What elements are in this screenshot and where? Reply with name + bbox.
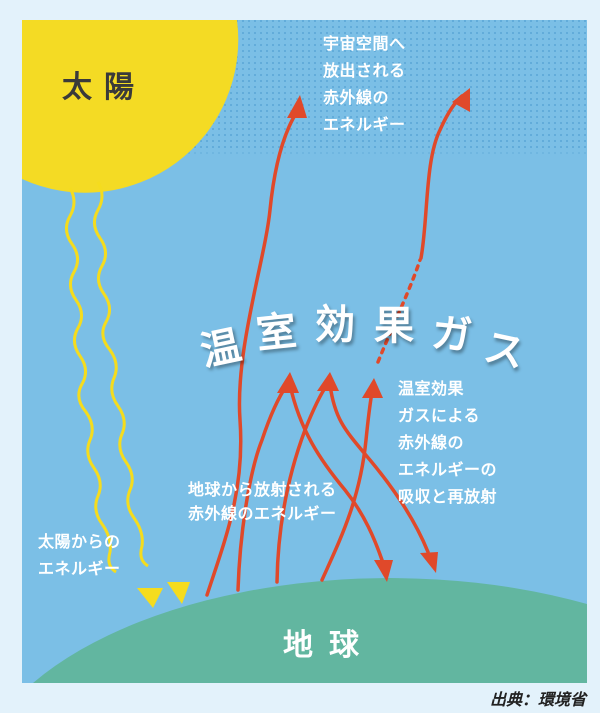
sun-label: 太陽 [62,70,146,105]
solar-wave-1 [65,187,117,574]
solar-arrowhead-1 [137,588,163,608]
ghg-absorption-label: 温室効果 ガスによる 赤外線の エネルギーの 吸収と再放射 [398,375,497,510]
solar-wave-2 [93,181,149,568]
ir-reemit-down-1 [288,383,384,562]
earth-label: 地球 [283,628,375,663]
ghg-title-char: 果 [374,303,414,349]
sun-shape [22,20,239,193]
label-line: 放出される [323,61,406,80]
ir-reemit-down-2 [328,383,430,554]
label-line: エネルギー [38,559,121,578]
label-line: 赤外線のエネルギー [188,504,337,523]
label-line: ガスによる [398,406,481,425]
earth-ir-label: 地球から放射される 赤外線のエネルギー [188,478,337,526]
ir-arrowhead-down-1 [374,560,393,582]
ir-arrow-3 [275,383,329,584]
ir-arrow-to-space-2 [419,94,464,260]
ghg-title-char: 効 [315,302,355,348]
label-line: 太陽からの [38,532,121,551]
earth-shape [33,578,587,683]
ir-arrow-2 [236,383,289,592]
source-credit: 出典：環境省 [489,690,586,709]
ir-arrowhead-2 [277,372,299,393]
ir-arrow-to-space-1 [205,108,300,597]
ir-arrowhead-4 [362,378,383,398]
label-line: 地球から放射される [188,480,337,499]
ir-arrowhead-down-2 [420,552,438,573]
label-line: エネルギー [323,115,406,134]
solar-energy-label: 太陽からの エネルギー [38,528,121,582]
label-line: 赤外線の [323,88,390,107]
ir-arrow-to-space-2-dotted [376,258,422,364]
ir-arrowhead-space-1 [287,95,307,118]
ir-arrow-4 [320,390,374,582]
label-line: 温室効果 [398,379,465,398]
ghg-title-char: ガ [429,310,474,360]
ghg-title-char: 室 [254,308,299,358]
ir-arrowhead-3 [317,372,339,391]
label-line: 赤外線の [398,433,465,452]
ir-arrowhead-space-2 [452,88,470,112]
solar-arrowhead-2 [167,582,190,604]
label-line: エネルギーの [398,460,498,479]
space-emission-label: 宇宙空間へ 放出される 赤外線の エネルギー [323,30,406,138]
label-line: 宇宙空間へ [323,34,406,53]
label-line: 吸収と再放射 [398,487,498,506]
